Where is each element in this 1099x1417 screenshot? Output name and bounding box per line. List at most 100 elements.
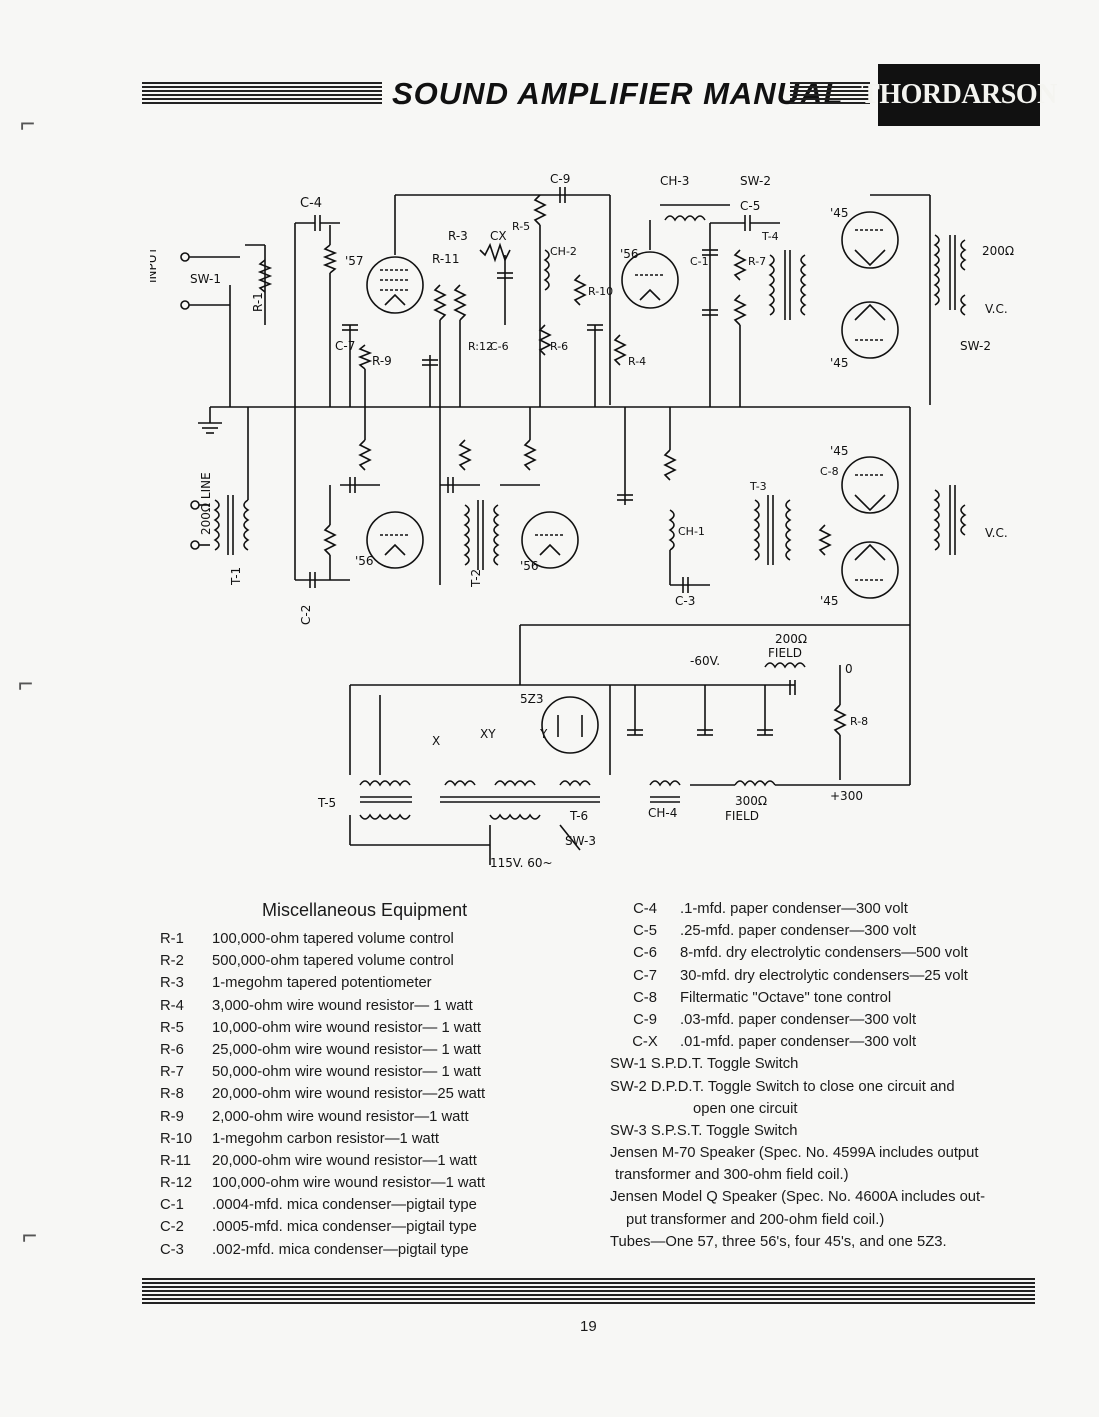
right-part-row: C-6 8-mfd. dry electrolytic condensers—50… xyxy=(610,942,985,964)
schematic-label-c5: C-5 xyxy=(740,199,760,213)
part-description: .03-mfd. paper condenser—300 volt xyxy=(680,1011,917,1028)
switch-code: SW-1 xyxy=(610,1056,647,1073)
schematic-label-r6-top: R-6 xyxy=(550,340,568,353)
left-part-row: C-1.0004-mfd. mica condenser—pigtail typ… xyxy=(160,1194,485,1216)
schematic-label-y-right: Y xyxy=(539,727,548,741)
schematic-label-45-d: '45 xyxy=(820,594,839,608)
speaker-1-line-1: Jensen M-70 Speaker (Spec. No. 4599A inc… xyxy=(610,1145,979,1162)
right-part-row: C-9 .03-mfd. paper condenser—300 volt xyxy=(610,1009,985,1031)
schematic-label-ch1: CH-1 xyxy=(678,525,705,538)
right-part-row: C-X.01-mfd. paper condenser—300 volt xyxy=(610,1031,985,1053)
schematic-label-c1: C-1 xyxy=(690,255,709,268)
amplifier-schematic: INPUT SW-1 R-1 C-4 '57 C-7 R-9 R-3 CX R-… xyxy=(150,172,1014,870)
schematic-label-45-c: '45 xyxy=(830,444,849,458)
part-description: .0005-mfd. mica condenser—pigtail type xyxy=(212,1219,477,1236)
schematic-label-r3: R-3 xyxy=(448,229,468,243)
schematic-label-c9: C-9 xyxy=(550,172,570,186)
schematic-label-vc-top: V.C. xyxy=(985,302,1008,316)
speaker-2-line-1: Jensen Model Q Speaker (Spec. No. 4600A … xyxy=(610,1189,986,1206)
schematic-label-c6-top: C-6 xyxy=(490,340,509,353)
thordarson-logo: THORDARSON xyxy=(861,64,1057,126)
switch-row: SW-2 D.P.D.T. Toggle Switch to close one… xyxy=(610,1076,985,1098)
schematic-label-c8: C-8 xyxy=(820,465,839,478)
part-description: .002-mfd. mica condenser—pigtail type xyxy=(212,1241,469,1258)
schematic-label-sw2-top: SW-2 xyxy=(740,174,771,188)
part-code: C-4 xyxy=(633,901,657,917)
schematic-label-sw1: SW-1 xyxy=(190,272,221,286)
part-code: C-6 xyxy=(633,945,657,962)
switch-row: SW-3 S.P.S.T. Toggle Switch xyxy=(610,1120,985,1142)
schematic-label-ch2: CH-2 xyxy=(550,245,577,258)
page-number: 19 xyxy=(580,1318,597,1335)
switch-code: SW-2 xyxy=(610,1078,647,1095)
part-description: 8-mfd. dry electrolytic condensers—500 v… xyxy=(680,945,968,962)
switch-description-cont: open one circuit xyxy=(693,1100,798,1117)
part-description: 10,000-ohm wire wound resistor— 1 watt xyxy=(212,1019,481,1036)
part-description: 20,000-ohm wire wound resistor—25 watt xyxy=(212,1086,486,1103)
switch-code: SW-3 xyxy=(610,1122,647,1139)
part-code: C-8 xyxy=(633,989,657,1006)
schematic-label-200-line: 200Ω LINE xyxy=(199,472,213,535)
schematic-label-t4: T-4 xyxy=(761,230,779,243)
part-code: C-9 xyxy=(633,1011,657,1028)
schematic-label-56-top: '56 xyxy=(620,247,639,261)
schematic-label-cx: CX xyxy=(490,229,507,243)
left-part-row: C-3.002-mfd. mica condenser—pigtail type xyxy=(160,1239,485,1261)
schematic-label-200ohm: 200Ω xyxy=(982,244,1014,258)
schematic-label-45-b: '45 xyxy=(830,356,849,370)
part-code: C-5 xyxy=(633,923,657,940)
schematic-label-r10: R-10 xyxy=(588,285,613,298)
part-description: 100,000-ohm wire wound resistor—1 watt xyxy=(212,1175,486,1192)
schematic-label-r1: R-1 xyxy=(251,292,265,312)
schematic-label-ch4: CH-4 xyxy=(648,806,677,820)
schematic-label-45-a: '45 xyxy=(830,206,849,220)
schematic-label-vc-bottom: V.C. xyxy=(985,526,1008,540)
part-description: 100,000-ohm tapered volume control xyxy=(212,931,454,947)
part-description: 1-megohm carbon resistor—1 watt xyxy=(212,1130,439,1147)
part-code: R-11 xyxy=(160,1152,191,1169)
part-code: C-X xyxy=(632,1034,658,1051)
schematic-label-c4: C-4 xyxy=(300,196,322,211)
schematic-label-mains: 115V. 60~ xyxy=(490,856,553,870)
schematic-label-c3: C-3 xyxy=(675,594,695,608)
schematic-label-xy: XY xyxy=(480,727,496,741)
schematic-label-neg60: -60V. xyxy=(690,654,720,668)
part-code: C-1 xyxy=(160,1197,184,1214)
schematic-label-t5: T-5 xyxy=(317,796,336,810)
schematic-label-x-left: X xyxy=(432,734,440,748)
header-rule-left xyxy=(142,82,382,106)
schematic-label-sw2: SW-2 xyxy=(960,339,991,353)
left-part-row: R-1 100,000-ohm tapered volume control xyxy=(160,928,485,950)
schematic-label-r12: R:12 xyxy=(468,340,493,353)
schematic-label-sw3: SW-3 xyxy=(565,834,596,848)
part-description: 50,000-ohm wire wound resistor— 1 watt xyxy=(212,1064,481,1081)
left-part-row: R-3 1-megohm tapered potentiometer xyxy=(160,972,485,994)
schematic-label-57: '57 xyxy=(345,254,364,268)
header-rule-right xyxy=(790,82,870,106)
part-description: 500,000-ohm tapered volume control xyxy=(212,953,454,970)
schematic-label-t1: T-1 xyxy=(229,567,243,586)
left-part-row: C-2.0005-mfd. mica condenser—pigtail typ… xyxy=(160,1216,485,1238)
part-description: 25,000-ohm wire wound resistor— 1 watt xyxy=(212,1041,481,1058)
part-code: R-3 xyxy=(160,975,184,992)
schematic-label-r7: R-7 xyxy=(748,255,766,268)
part-description: 1-megohm tapered potentiometer xyxy=(212,975,432,992)
page-title: SOUND AMPLIFIER MANUAL xyxy=(392,76,844,111)
part-code: C-7 xyxy=(633,967,657,984)
schematic-label-plus300: +300 xyxy=(830,789,863,803)
part-code: R-1 xyxy=(160,931,184,947)
part-code: R-7 xyxy=(160,1064,184,1081)
right-part-row: C-5.25-mfd. paper condenser—300 volt xyxy=(610,920,985,942)
margin-mark: ⌐ xyxy=(22,1220,38,1250)
part-description: 3,000-ohm wire wound resistor— 1 watt xyxy=(212,997,473,1014)
